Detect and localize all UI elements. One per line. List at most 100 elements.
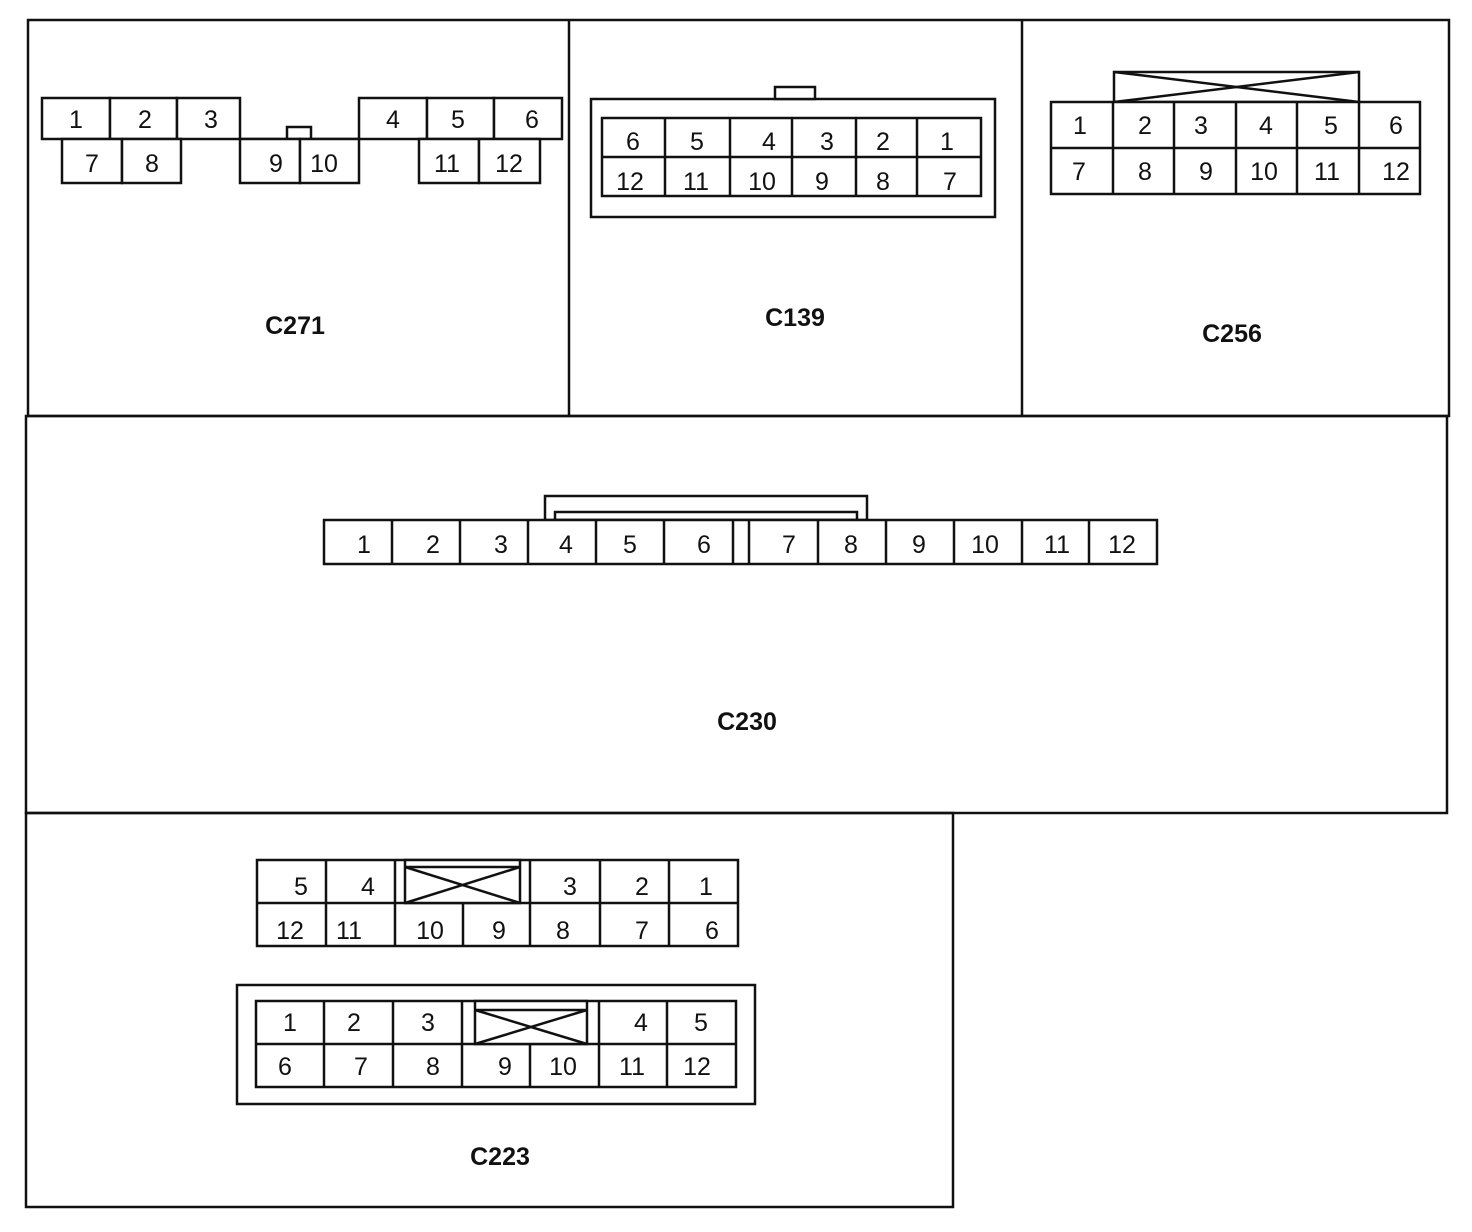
pin-number: 8 [145, 150, 159, 178]
pin-number: 10 [310, 150, 338, 178]
pin-number: 12 [1382, 158, 1410, 186]
pin-number: 10 [971, 531, 999, 559]
pin-number: 1 [1073, 112, 1087, 140]
pin-number: 11 [434, 150, 460, 178]
blocked-cross [1113, 70, 1360, 104]
pin-number: 3 [563, 873, 577, 901]
pin-number: 4 [559, 531, 573, 559]
pin-number: 7 [354, 1053, 368, 1081]
pin-number: 2 [876, 128, 890, 156]
c230-frame [24, 414, 1449, 815]
pin-number: 5 [451, 106, 465, 134]
pin-number: 2 [426, 531, 440, 559]
pin-number: 1 [699, 873, 713, 901]
connector-label: C271 [265, 312, 325, 340]
pin-number: 7 [635, 917, 649, 945]
cavity-block [322, 518, 1159, 566]
pin-number: 9 [815, 168, 829, 196]
pin-number: 12 [616, 168, 644, 196]
connector-label: C256 [1202, 320, 1262, 348]
pin-number: 10 [416, 917, 444, 945]
pin-number: 5 [1324, 112, 1338, 140]
pin-cell [477, 137, 542, 185]
lock-tab [773, 85, 817, 101]
pin-number: 2 [347, 1009, 361, 1037]
pin-cell [120, 137, 183, 185]
lock-housing [543, 494, 869, 522]
pin-number: 9 [912, 531, 926, 559]
connector-c223-lower: 1 2 3 4 5 6 7 8 9 10 11 12 C223 [235, 983, 757, 1171]
pin-cell [425, 96, 496, 141]
pin-number: 6 [705, 917, 719, 945]
connector-c271: 1 2 3 4 5 6 7 8 9 10 11 12 C271 [40, 96, 564, 340]
connector-label: C139 [765, 304, 825, 332]
pin-number: 1 [283, 1009, 297, 1037]
pin-number: 9 [498, 1053, 512, 1081]
connector-c139: 6 5 4 3 2 1 12 11 10 9 8 7 C139 [589, 85, 997, 332]
pin-number: 12 [683, 1053, 711, 1081]
pin-number: 3 [204, 106, 218, 134]
pin-number: 11 [1314, 158, 1340, 186]
pin-cell [175, 96, 242, 141]
pin-number: 5 [690, 128, 704, 156]
connector-label: C223 [470, 1143, 530, 1171]
pin-number: 6 [278, 1053, 292, 1081]
pin-number: 5 [294, 873, 308, 901]
pin-number: 7 [1072, 158, 1086, 186]
pin-number: 3 [494, 531, 508, 559]
pin-number: 12 [276, 917, 304, 945]
pin-number: 3 [820, 128, 834, 156]
pin-number: 6 [626, 128, 640, 156]
pin-number: 11 [619, 1053, 645, 1081]
pin-number: 12 [1108, 531, 1136, 559]
pin-cell [417, 137, 481, 185]
pin-number: 7 [782, 531, 796, 559]
pin-number: 1 [357, 531, 371, 559]
pin-number: 9 [269, 150, 283, 178]
pin-number: 4 [762, 128, 776, 156]
connector-c230: 1 2 3 4 5 6 7 8 9 10 11 12 C230 [322, 494, 1159, 736]
pin-number: 6 [1389, 112, 1403, 140]
pin-number: 12 [495, 150, 523, 178]
pin-number: 1 [940, 128, 954, 156]
connector-c223-upper: 5 4 3 2 1 12 11 10 9 8 7 6 [255, 858, 740, 948]
pin-number: 10 [748, 168, 776, 196]
pin-number: 8 [876, 168, 890, 196]
pin-number: 11 [683, 168, 709, 196]
pin-number: 6 [525, 106, 539, 134]
pin-number: 4 [1259, 112, 1273, 140]
pin-number: 11 [1044, 531, 1070, 559]
pin-number: 4 [386, 106, 400, 134]
pin-number: 4 [634, 1009, 648, 1037]
pin-cell [298, 137, 361, 185]
pin-number: 9 [492, 917, 506, 945]
pin-cell [492, 96, 564, 141]
pin-number: 3 [421, 1009, 435, 1037]
pin-number: 2 [635, 873, 649, 901]
pin-number: 1 [69, 106, 83, 134]
c223-frame [24, 811, 955, 1209]
blocked-cross [404, 865, 521, 905]
pin-cell [357, 96, 429, 141]
pin-number: 9 [1199, 158, 1213, 186]
panel-frames [24, 18, 1451, 1209]
pin-number: 2 [1138, 112, 1152, 140]
connector-c256: 1 2 3 4 5 6 7 8 9 10 11 12 C256 [1049, 70, 1422, 348]
pin-number: 6 [697, 531, 711, 559]
pin-number: 8 [844, 531, 858, 559]
pin-number: 4 [361, 873, 375, 901]
pin-number: 3 [1194, 112, 1208, 140]
pin-number: 10 [1250, 158, 1278, 186]
pin-number: 5 [623, 531, 637, 559]
pin-number: 8 [556, 917, 570, 945]
pin-number: 5 [694, 1009, 708, 1037]
connector-label: C230 [717, 708, 777, 736]
lock-tab [285, 125, 313, 141]
pin-number: 2 [138, 106, 152, 134]
pin-number: 8 [1138, 158, 1152, 186]
pin-number: 10 [549, 1053, 577, 1081]
pin-number: 7 [85, 150, 99, 178]
blocked-cross [474, 1008, 588, 1046]
pin-number: 7 [943, 168, 957, 196]
